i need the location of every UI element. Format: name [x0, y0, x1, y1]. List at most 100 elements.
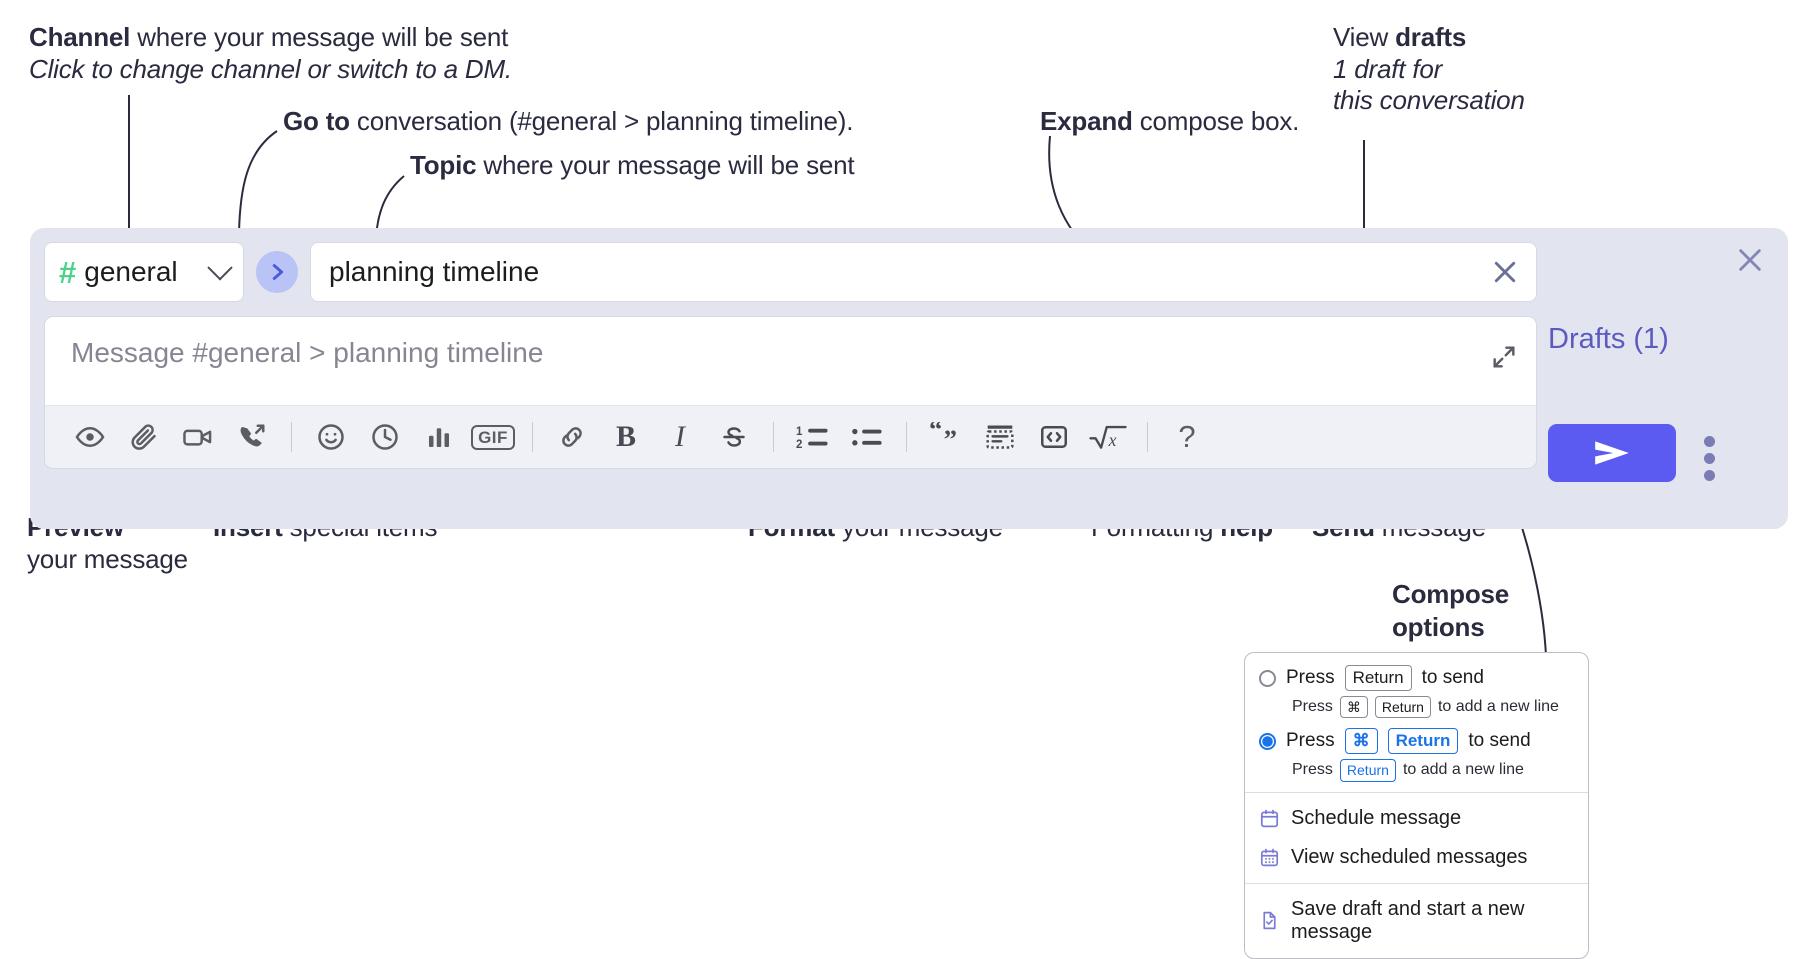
blockquote-button[interactable]: “ ” — [919, 414, 973, 460]
key-return: Return — [1387, 728, 1459, 755]
send-mode-2-suffix: to send — [1468, 730, 1531, 752]
calendar-clock-icon — [1260, 809, 1279, 827]
separator-4 — [906, 422, 907, 452]
menu-item-schedule-label: Schedule message — [1291, 806, 1462, 829]
annotation-drafts-sub2: this conversation — [1333, 85, 1525, 116]
audio-button[interactable] — [225, 414, 279, 460]
math-button[interactable]: x — [1081, 414, 1135, 460]
menu-item-view-scheduled[interactable]: View scheduled messages — [1245, 838, 1588, 877]
channel-name-label: general — [84, 256, 178, 287]
svg-text:“: “ — [929, 422, 942, 444]
schedule-group: Schedule message View scheduled messages — [1245, 793, 1588, 883]
kebab-dot-1 — [1704, 436, 1715, 447]
preview-button[interactable] — [63, 414, 117, 460]
compose-options-button[interactable] — [1704, 436, 1715, 481]
bold-icon: B — [615, 420, 636, 453]
separator-3 — [773, 422, 774, 452]
code-block-button[interactable] — [973, 414, 1027, 460]
compose-options-menu: Press Return to send Press ⌘ Return to a… — [1244, 652, 1589, 959]
channel-selector[interactable]: # general — [44, 242, 244, 302]
send-mode-option-1[interactable]: Press Return to send Press ⌘ Return to a… — [1259, 665, 1574, 719]
code-block-icon — [986, 425, 1014, 449]
goto-conversation-button[interactable] — [256, 251, 298, 293]
annotation-topic: Topic where your message will be sent — [410, 150, 855, 182]
formatting-toolbar: GIF B I 1 2 — [45, 405, 1536, 468]
document-check-icon — [1263, 911, 1276, 930]
annotation-channel-bold: Channel — [29, 22, 131, 52]
annotation-topic-rest: where your message will be sent — [476, 150, 855, 180]
strikethrough-icon — [723, 427, 745, 447]
radio-unselected-icon[interactable] — [1259, 669, 1276, 687]
formatting-help-button[interactable]: ? — [1160, 414, 1214, 460]
expand-compose-button[interactable] — [1490, 343, 1518, 376]
compose-main-column: # general planning timeline Message #gen… — [44, 242, 1537, 469]
send-mode-option-2-sub: Press Return to add a new line — [1292, 759, 1574, 782]
hash-icon: # — [59, 254, 77, 290]
phone-arrow-icon — [240, 424, 265, 447]
send-mode-1-sub-suffix: to add a new line — [1437, 698, 1559, 716]
menu-item-save-draft[interactable]: Save draft and start a new message — [1245, 890, 1588, 952]
italic-button[interactable]: I — [653, 414, 707, 460]
send-mode-group: Press Return to send Press ⌘ Return to a… — [1245, 653, 1588, 792]
topic-clear-button[interactable] — [1490, 257, 1520, 287]
separator-2 — [532, 422, 533, 452]
gif-icon: GIF — [471, 424, 515, 450]
kebab-dot-3 — [1704, 470, 1715, 481]
compose-right-rail: Drafts (1) — [1538, 228, 1788, 529]
svg-text:2: 2 — [796, 439, 802, 451]
code-button[interactable] — [1027, 414, 1081, 460]
bold-button[interactable]: B — [599, 414, 653, 460]
emoji-button[interactable] — [304, 414, 358, 460]
gif-button[interactable]: GIF — [466, 414, 520, 460]
annotation-expand: Expand compose box. — [1040, 106, 1299, 138]
close-icon — [1494, 261, 1516, 283]
annotation-compose-options-l2: options — [1392, 611, 1485, 642]
draft-group: Save draft and start a new message — [1245, 884, 1588, 958]
key-return: Return — [1374, 696, 1431, 719]
message-placeholder: Message #general > planning timeline — [71, 337, 544, 368]
poll-button[interactable] — [412, 414, 466, 460]
send-mode-option-1-main: Press Return to send — [1259, 665, 1574, 692]
annotation-goto-rest: conversation (#general > planning timeli… — [349, 106, 854, 136]
send-mode-option-1-sub: Press ⌘ Return to add a new line — [1292, 696, 1574, 719]
topic-value: planning timeline — [329, 256, 540, 287]
link-button[interactable] — [545, 414, 599, 460]
bulleted-list-button[interactable] — [840, 414, 894, 460]
send-mode-option-2[interactable]: Press ⌘ Return to send Press Return to a… — [1259, 728, 1574, 782]
menu-item-schedule-message[interactable]: Schedule message — [1245, 799, 1588, 838]
send-mode-1-prefix: Press — [1286, 667, 1335, 689]
reminder-button[interactable] — [358, 414, 412, 460]
send-mode-option-2-main: Press ⌘ Return to send — [1259, 728, 1574, 755]
video-button[interactable] — [171, 414, 225, 460]
ordered-list-icon: 1 2 — [796, 426, 828, 451]
message-box: Message #general > planning timeline — [44, 316, 1537, 469]
annotation-topic-bold: Topic — [410, 150, 477, 180]
annotation-channel: Channel where your message will be sent … — [29, 22, 512, 85]
radio-selected-icon[interactable] — [1259, 732, 1276, 750]
separator-5 — [1147, 422, 1148, 452]
menu-item-view-scheduled-label: View scheduled messages — [1291, 845, 1528, 868]
annotation-expand-rest: compose box. — [1132, 106, 1300, 136]
close-icon — [1739, 249, 1761, 271]
send-mode-2-prefix: Press — [1286, 730, 1335, 752]
bulleted-list-icon — [852, 428, 882, 446]
message-input[interactable]: Message #general > planning timeline — [45, 317, 1536, 405]
strikethrough-button[interactable] — [707, 414, 761, 460]
send-button[interactable] — [1548, 424, 1676, 482]
annotation-drafts-sub1: 1 draft for — [1333, 53, 1443, 84]
ordered-list-button[interactable]: 1 2 — [786, 414, 840, 460]
annotation-channel-sub: Click to change channel or switch to a D… — [29, 53, 512, 84]
attach-button[interactable] — [117, 414, 171, 460]
code-brackets-icon — [1040, 425, 1067, 449]
menu-divider-2 — [1245, 882, 1588, 884]
topic-input[interactable]: planning timeline — [310, 242, 1537, 302]
separator-1 — [291, 422, 292, 452]
panel-close-button[interactable] — [1734, 244, 1766, 281]
annotation-drafts-plain: View — [1333, 22, 1396, 52]
expand-icon — [1493, 346, 1515, 368]
eye-icon — [75, 426, 105, 448]
drafts-link[interactable]: Drafts (1) — [1548, 323, 1669, 355]
svg-text:x: x — [1108, 430, 1117, 450]
bar-chart-icon — [429, 428, 449, 447]
annotation-drafts: View drafts 1 draft for this conversatio… — [1333, 22, 1525, 117]
